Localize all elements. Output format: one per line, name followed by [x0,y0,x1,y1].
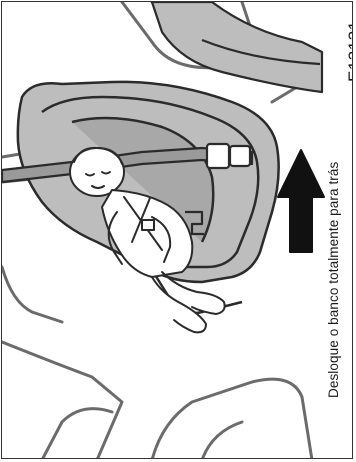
figure-code: E13131 [345,20,353,82]
child-seat-illustration [2,2,353,459]
vehicle-seat [152,2,322,92]
move-back-arrow [278,150,324,252]
figure-caption: Desloque o banco totalmente para trás [326,162,341,398]
